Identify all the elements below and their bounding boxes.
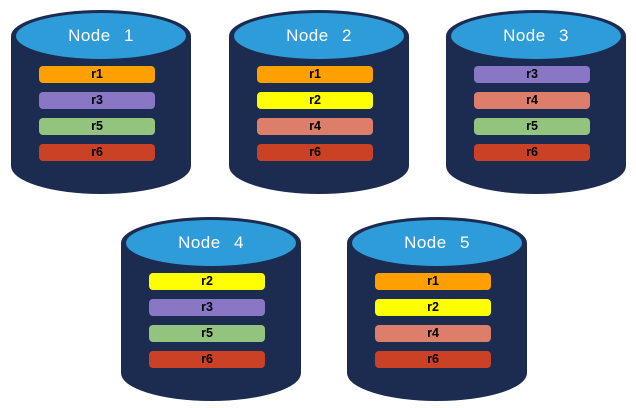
replica-bar-r5: r5 bbox=[39, 118, 155, 135]
node-node-2: Node 2 r1 r2 r4 r6 bbox=[229, 10, 409, 194]
replica-bar-list: r1 r2 r4 r6 bbox=[375, 273, 491, 368]
replica-bar-r6: r6 bbox=[39, 144, 155, 161]
replica-bar-r1: r1 bbox=[39, 66, 155, 83]
replica-bar-list: r2 r3 r5 r6 bbox=[149, 273, 265, 368]
replica-bar-r5: r5 bbox=[149, 325, 265, 342]
replica-bar-r3: r3 bbox=[149, 299, 265, 316]
node-title: Node 2 bbox=[286, 26, 352, 45]
cylinder-body bbox=[121, 243, 301, 401]
node-node-1: Node 1 r1 r3 r5 r6 bbox=[11, 10, 191, 194]
replica-bar-r4: r4 bbox=[375, 325, 491, 342]
node-node-4: Node 4 r2 r3 r5 r6 bbox=[121, 217, 301, 401]
replica-bar-r2: r2 bbox=[257, 92, 373, 109]
cylinder-top-face bbox=[451, 13, 621, 59]
cylinder-top-face bbox=[234, 13, 404, 59]
cylinder-body bbox=[229, 36, 409, 194]
node-title: Node 4 bbox=[178, 233, 244, 252]
replica-bar-r6: r6 bbox=[375, 351, 491, 368]
replica-bar-list: r1 r2 r4 r6 bbox=[257, 66, 373, 161]
replica-bar-list: r1 r3 r5 r6 bbox=[39, 66, 155, 161]
node-title: Node 3 bbox=[503, 26, 569, 45]
replica-bar-r6: r6 bbox=[474, 144, 590, 161]
cylinder-body bbox=[347, 243, 527, 401]
cylinder-body bbox=[446, 36, 626, 194]
replica-bar-r2: r2 bbox=[375, 299, 491, 316]
node-title: Node 5 bbox=[404, 233, 470, 252]
cylinder-top-face bbox=[352, 220, 522, 266]
replica-bar-r5: r5 bbox=[474, 118, 590, 135]
replica-bar-r2: r2 bbox=[149, 273, 265, 290]
replica-bar-r6: r6 bbox=[257, 144, 373, 161]
replica-bar-r6: r6 bbox=[149, 351, 265, 368]
cylinder-top-face bbox=[16, 13, 186, 59]
node-node-5: Node 5 r1 r2 r4 r6 bbox=[347, 217, 527, 401]
replica-bar-r3: r3 bbox=[474, 66, 590, 83]
replica-bar-r4: r4 bbox=[474, 92, 590, 109]
replica-bar-r1: r1 bbox=[375, 273, 491, 290]
replica-bar-r4: r4 bbox=[257, 118, 373, 135]
cylinder-body bbox=[11, 36, 191, 194]
node-node-3: Node 3 r3 r4 r5 r6 bbox=[446, 10, 626, 194]
replica-bar-r3: r3 bbox=[39, 92, 155, 109]
node-title: Node 1 bbox=[68, 26, 134, 45]
replica-bar-r1: r1 bbox=[257, 66, 373, 83]
cylinder-top-face bbox=[126, 220, 296, 266]
replica-bar-list: r3 r4 r5 r6 bbox=[474, 66, 590, 161]
